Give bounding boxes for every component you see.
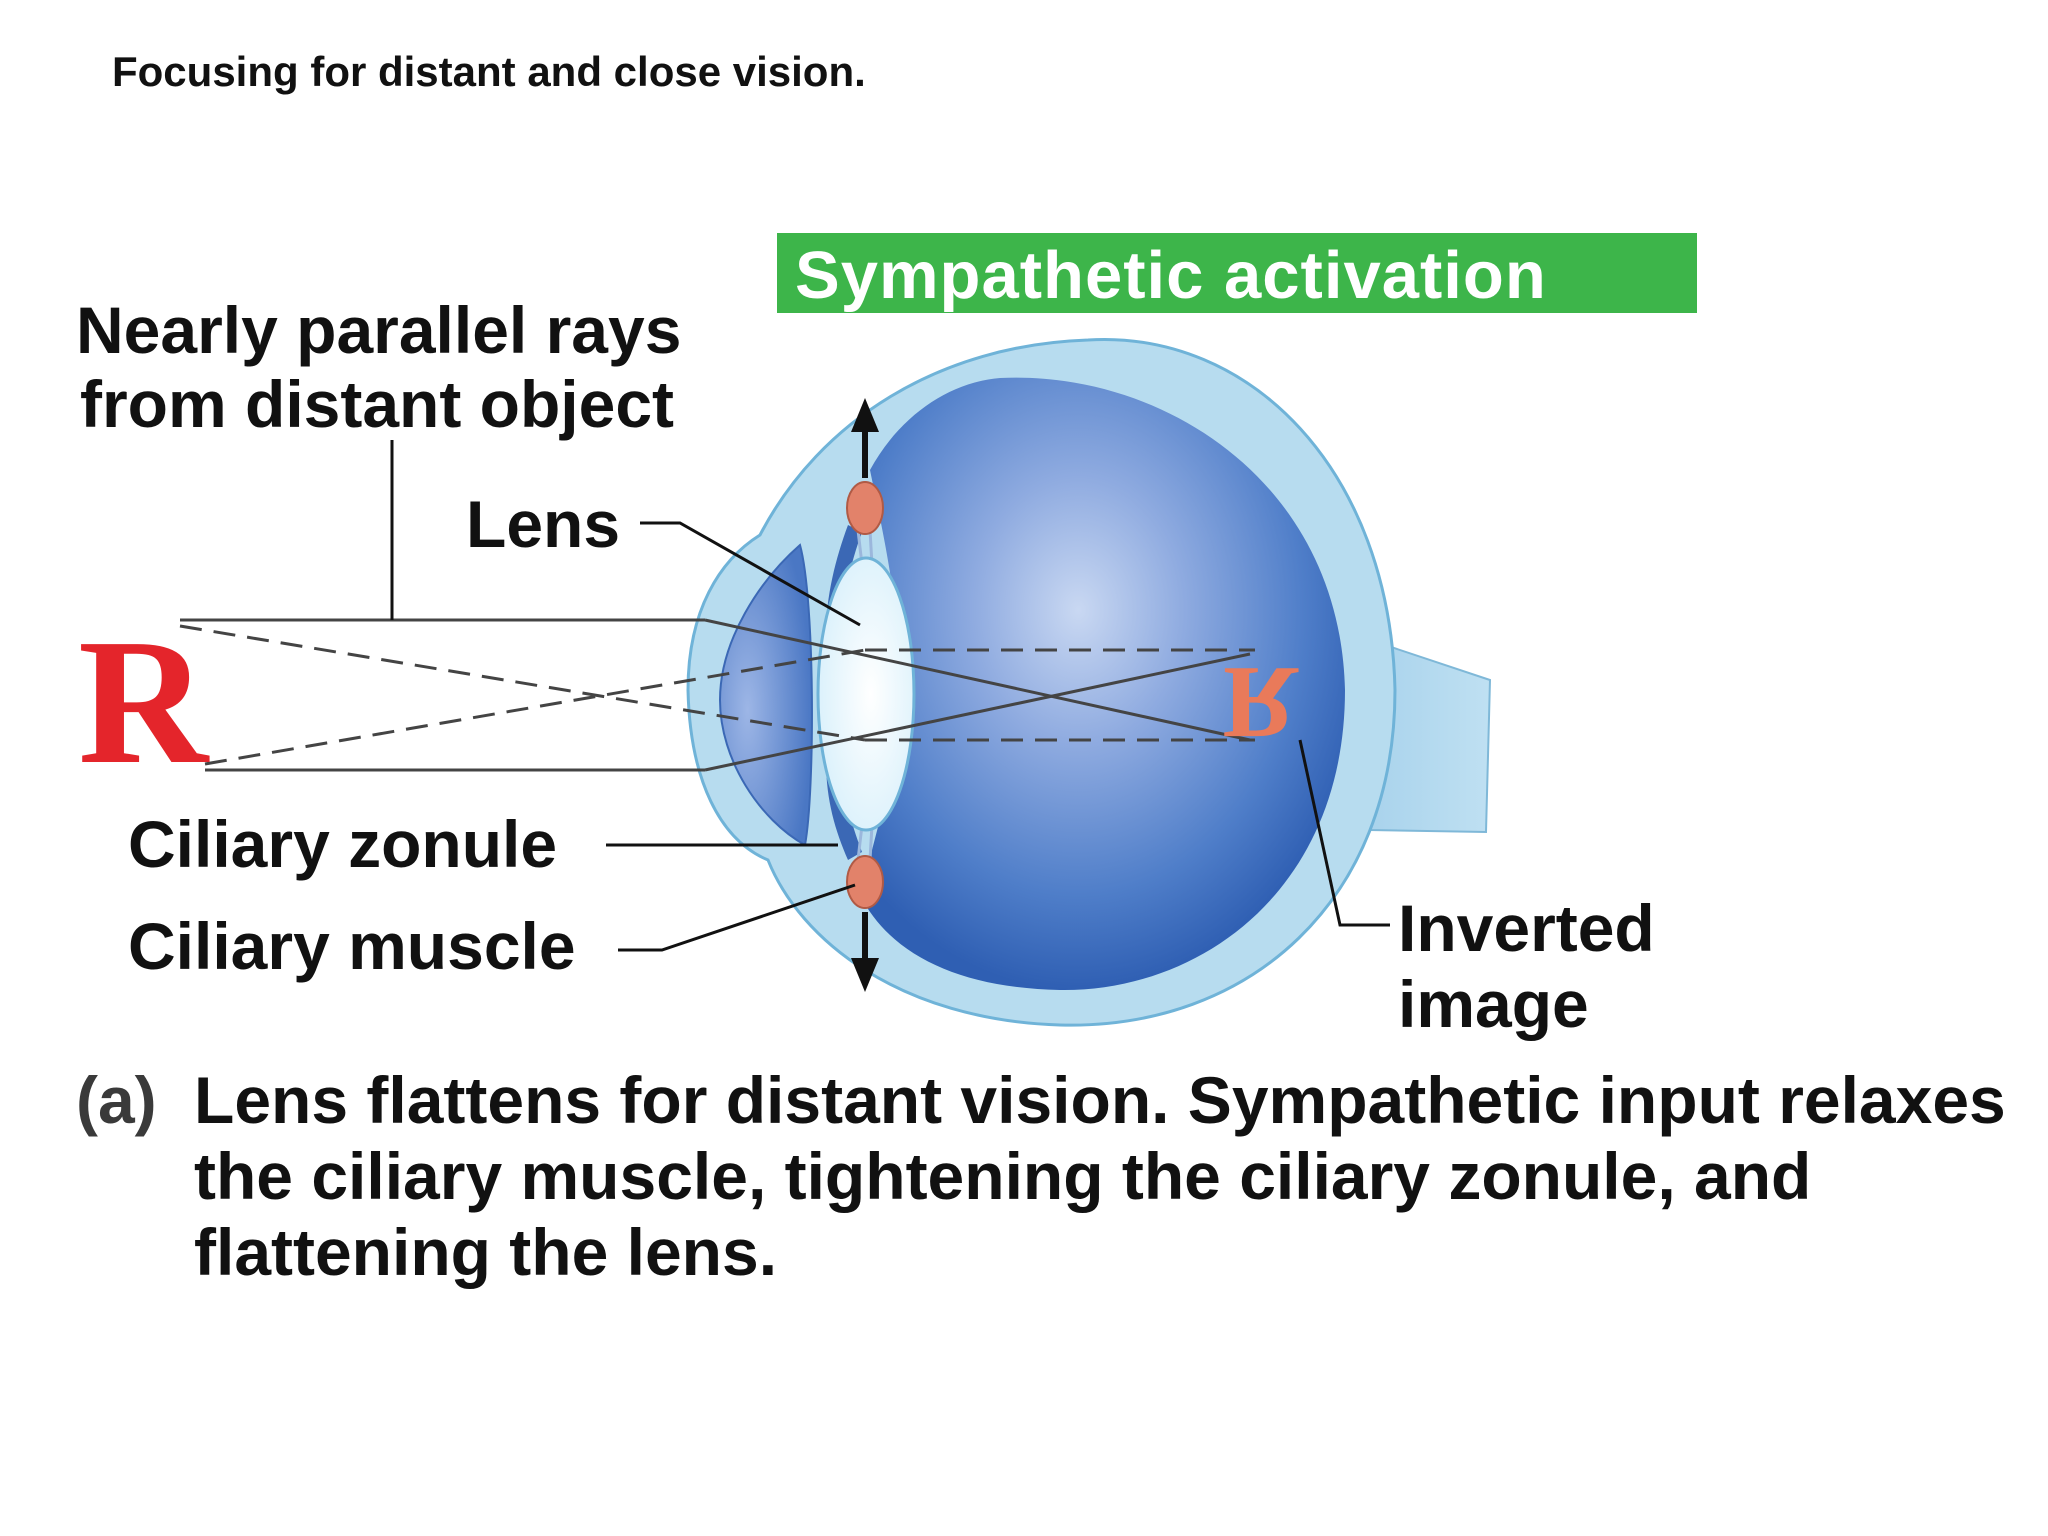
tension-arrows: [851, 398, 879, 992]
muscle-leader: [618, 883, 856, 952]
caption-tag: (a): [76, 1063, 157, 1137]
lens-label: Lens: [466, 487, 621, 561]
lens: [816, 556, 916, 832]
inverted-leader: [1298, 739, 1390, 927]
inverted-image-label-line2: image: [1398, 967, 1589, 1041]
inverted-letter: R: [1222, 645, 1299, 760]
lens-leader: [640, 521, 861, 627]
leader-lines: [390, 440, 1390, 952]
ciliary-muscle-lower: [846, 855, 884, 909]
inverted-image-label-line1: Inverted: [1398, 891, 1655, 965]
page-title: Focusing for distant and close vision.: [112, 48, 866, 95]
rays-label-line2: from distant object: [80, 367, 675, 441]
dashed-rays: [179, 624, 1255, 766]
ciliary-zonule-label: Ciliary zonule: [128, 807, 558, 881]
badge-label: Sympathetic activation: [795, 238, 1547, 313]
inverted-image: R: [1222, 645, 1299, 760]
sympathetic-activation-badge: Sympathetic activation: [777, 233, 1697, 313]
cornea: [718, 543, 813, 847]
light-rays: [180, 618, 1251, 772]
ciliary-muscle-label: Ciliary muscle: [128, 909, 576, 983]
ciliary-muscle-upper: [846, 481, 884, 535]
object-letter: R: [78, 602, 210, 801]
caption-body: Lens flattens for distant vision. Sympat…: [194, 1062, 2048, 1290]
caption-text: Sympathetic input relaxes the ciliary mu…: [194, 1063, 2006, 1289]
rays-label-line1: Nearly parallel rays: [76, 293, 682, 367]
caption-heading: Lens flattens for distant vision.: [194, 1063, 1170, 1137]
eyeball-interior: [860, 377, 1345, 991]
